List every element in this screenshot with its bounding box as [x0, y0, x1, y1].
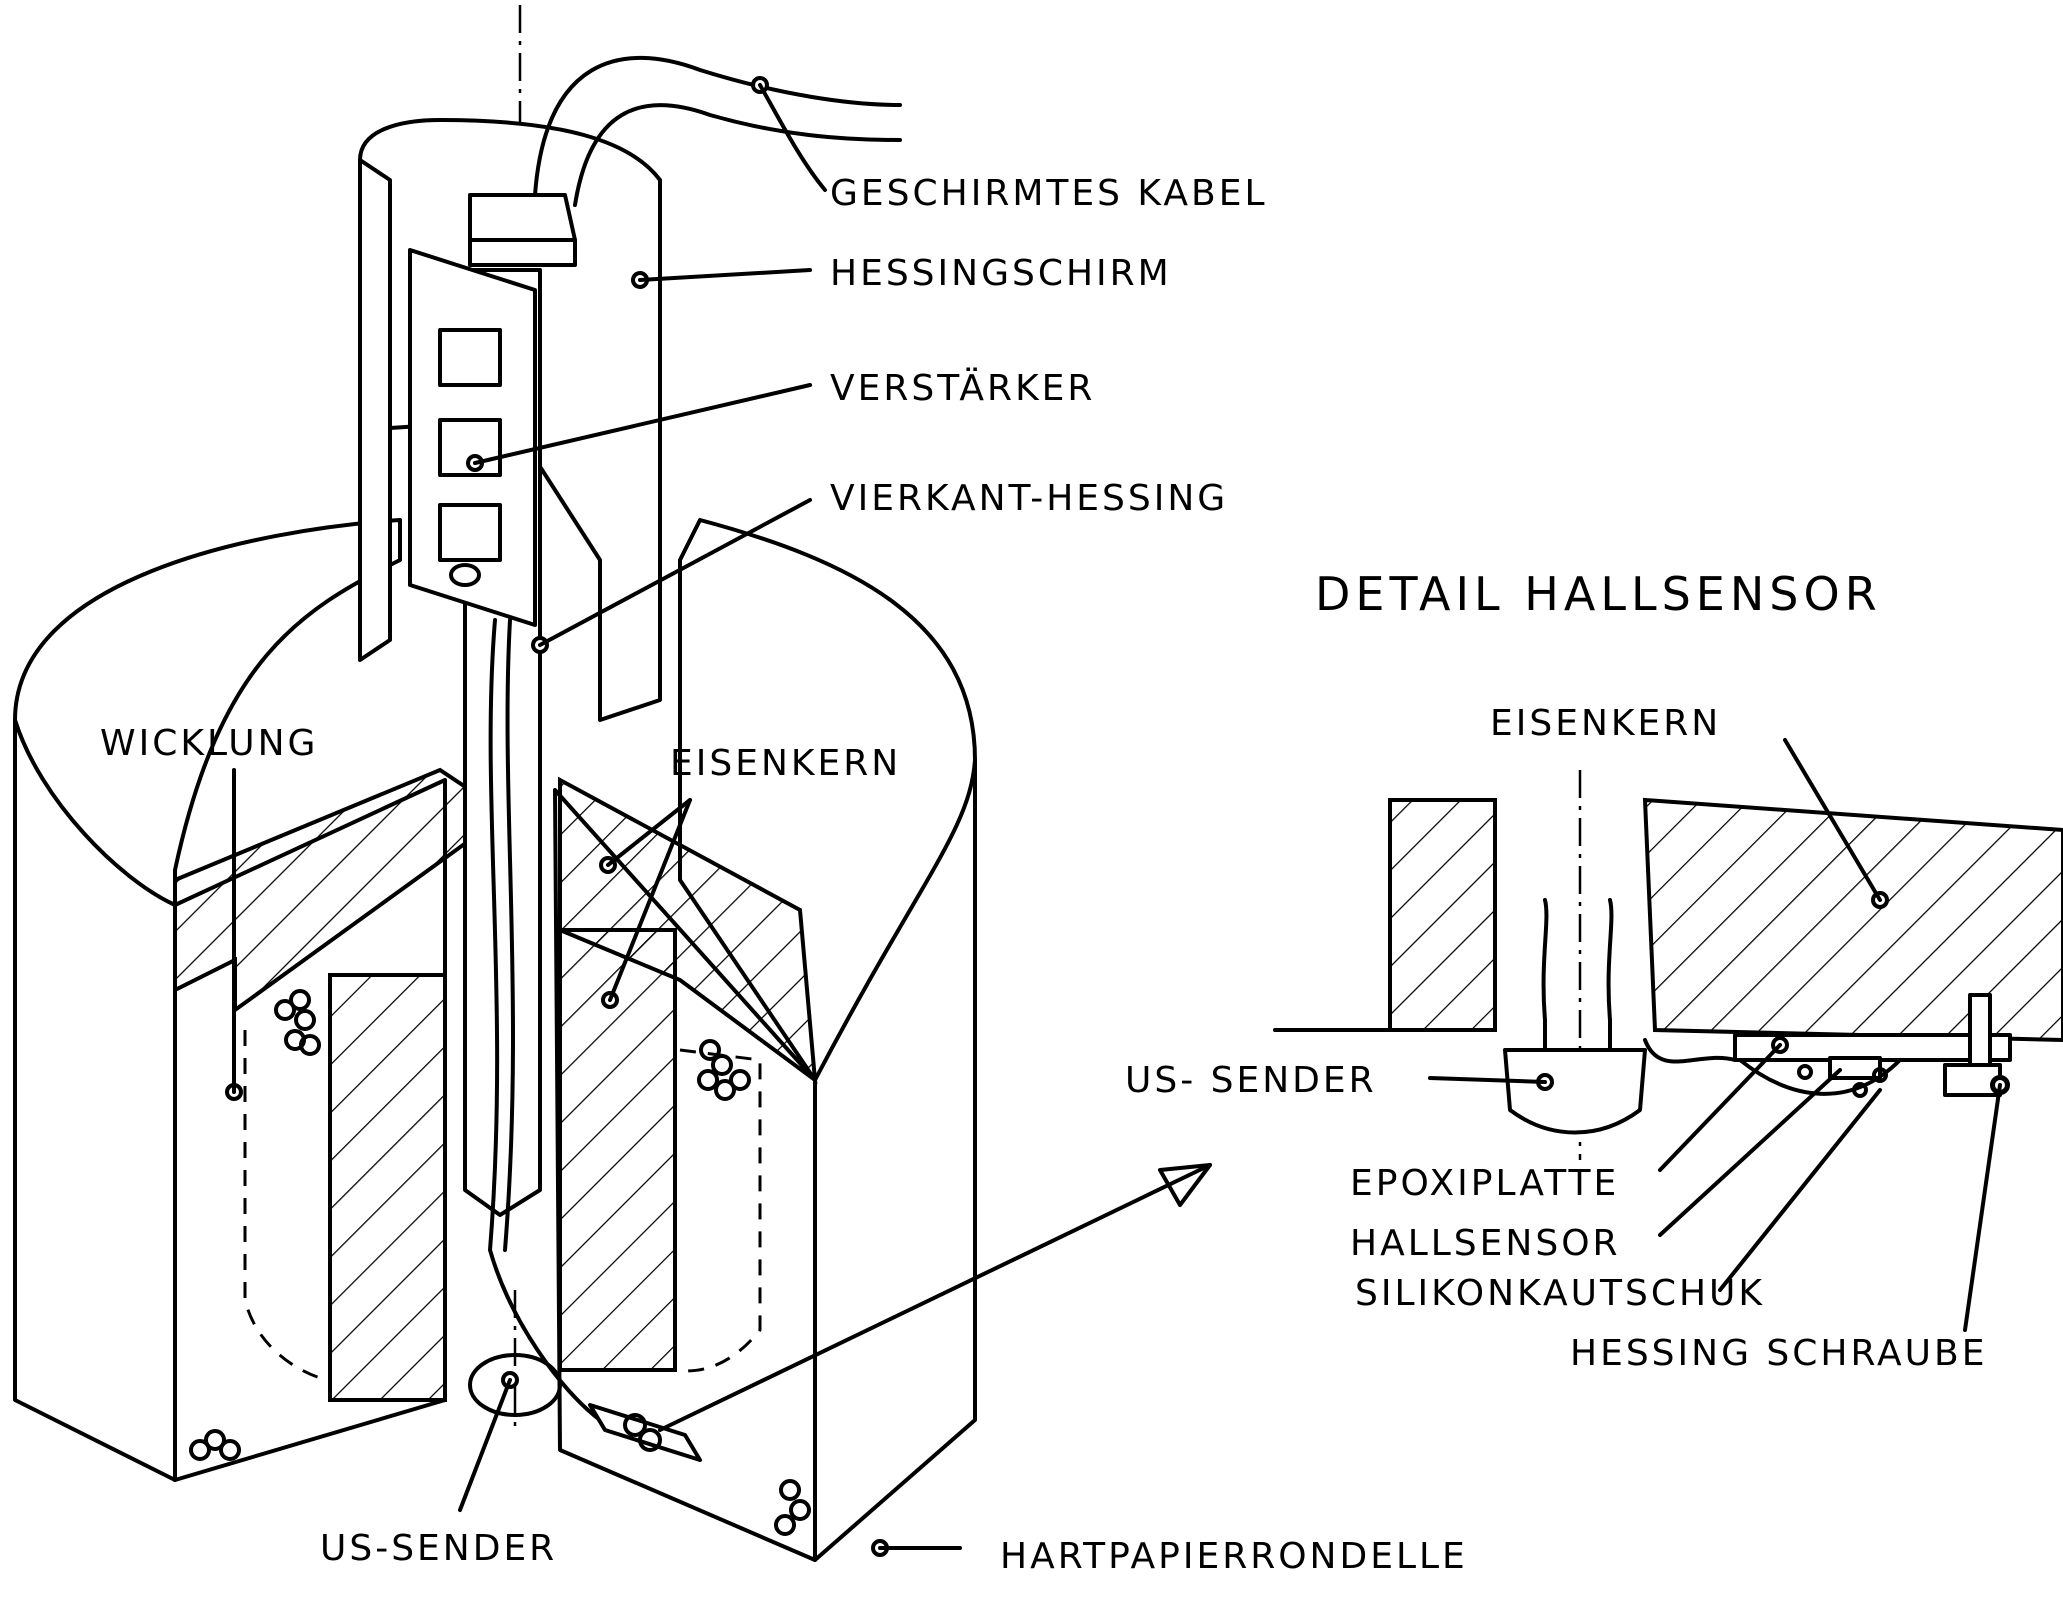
detail-label-us-sender: US- SENDER: [1125, 1060, 1377, 1101]
label-vierkant-hessing: VIERKANT-HESSING: [830, 478, 1228, 519]
detail-label-eisenkern: EISENKERN: [1490, 703, 1721, 744]
label-verstaerker: VERSTÄRKER: [830, 367, 1095, 409]
shielded-cable: [533, 55, 902, 197]
detail-us-sender: [1503, 1048, 1647, 1135]
detail-label-hessing-schraube: HESSING SCHRAUBE: [1570, 1333, 1987, 1374]
detail-label-hallsensor: HALLSENSOR: [1350, 1223, 1621, 1264]
main-assembly: [13, 5, 1212, 1562]
label-geschirmtes-kabel: GESCHIRMTES KABEL: [830, 173, 1268, 214]
label-hartpapierrondelle: HARTPAPIERRONDELLE: [1000, 1536, 1468, 1577]
detail-label-epoxiplatte: EPOXIPLATTE: [1350, 1163, 1619, 1204]
detail-arrow: [658, 1163, 1212, 1432]
detail-iron-core: [1388, 798, 1497, 1032]
coil-wires: [189, 989, 811, 1536]
outer-cylinder: [13, 518, 402, 1482]
top-ring: [13, 718, 177, 907]
iron-core-hatched-top: [173, 767, 472, 1014]
detail-label-silikonkautschuk: SILIKONKAUTSCHUK: [1355, 1273, 1765, 1314]
detail-hallsensor: [1273, 738, 2063, 1332]
label-us-sender: US-SENDER: [320, 1528, 557, 1569]
cable-connector: [468, 193, 577, 242]
label-wicklung: WICKLUNG: [100, 723, 318, 764]
detail-title: DETAIL HALLSENSOR: [1315, 567, 1882, 621]
label-hessingschirm: HESSINGSCHIRM: [830, 253, 1172, 294]
label-eisenkern: EISENKERN: [670, 743, 901, 784]
